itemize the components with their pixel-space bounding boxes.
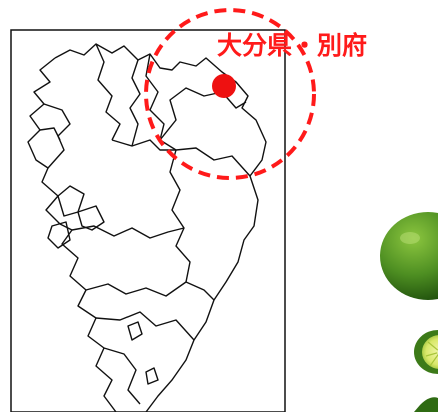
location-marker (212, 74, 236, 98)
kabosu-citrus-fruit (380, 212, 438, 412)
highlight-circle (144, 8, 316, 180)
region-label: 大分県・別府 (217, 31, 368, 60)
